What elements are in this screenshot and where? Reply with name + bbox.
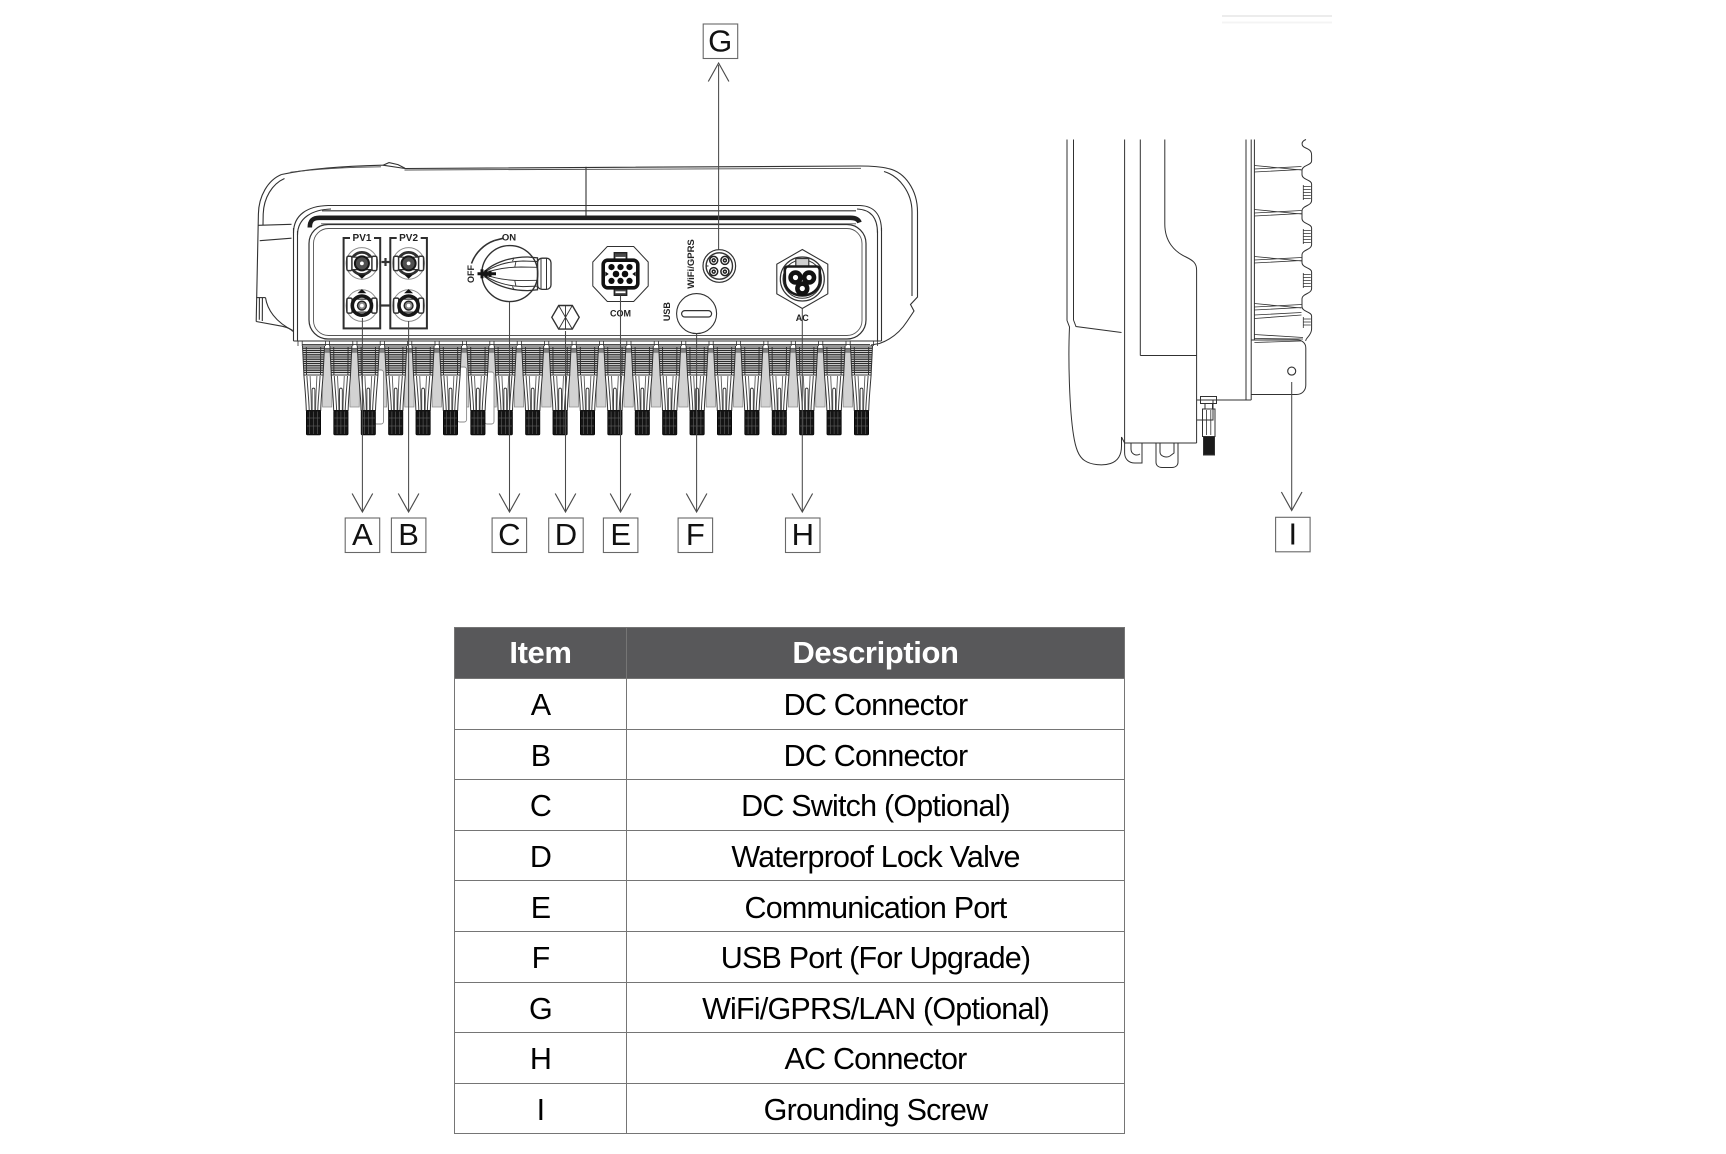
svg-text:H: H — [792, 517, 814, 552]
svg-text:WiFi/GPRS: WiFi/GPRS — [686, 239, 697, 289]
svg-text:E: E — [610, 517, 631, 552]
svg-text:PV2: PV2 — [399, 233, 418, 244]
svg-text:F: F — [686, 517, 705, 552]
svg-text:G: G — [708, 24, 732, 59]
svg-text:C: C — [498, 517, 520, 552]
svg-text:I: I — [1288, 516, 1297, 551]
svg-text:ON: ON — [502, 233, 516, 244]
svg-text:D: D — [555, 517, 577, 552]
svg-text:OFF: OFF — [466, 265, 476, 283]
svg-text:A: A — [352, 517, 373, 552]
svg-text:B: B — [398, 517, 419, 552]
svg-text:USB: USB — [662, 302, 672, 322]
svg-text:PV1: PV1 — [353, 233, 372, 244]
